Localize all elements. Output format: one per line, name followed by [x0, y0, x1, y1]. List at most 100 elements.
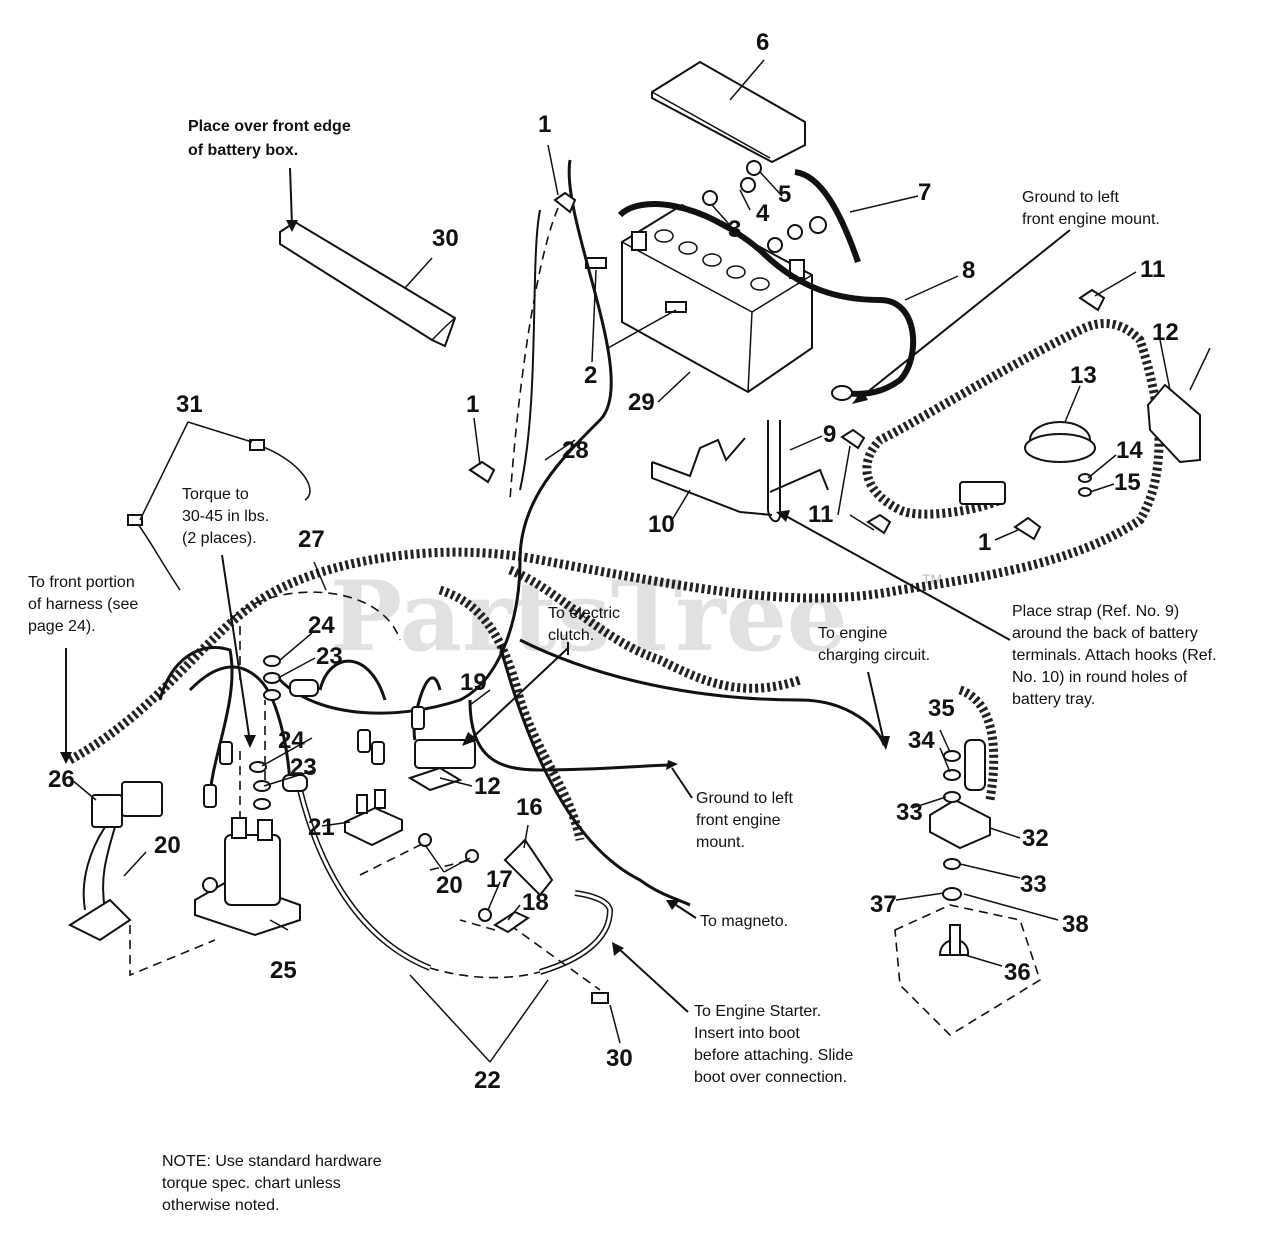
note-charging-circuit: To engine charging circuit. [818, 625, 930, 664]
note-electric-clutch: To electric clutch. [548, 605, 620, 644]
callout-3: 3 [728, 216, 741, 243]
svg-text:NOTE: Use standard hardware: NOTE: Use standard hardware [162, 1153, 382, 1170]
callout-36: 36 [1004, 959, 1031, 986]
svg-text:30-45 in lbs.: 30-45 in lbs. [182, 508, 269, 525]
callout-11a: 11 [1140, 256, 1165, 283]
svg-text:torque spec. chart unless: torque spec. chart unless [162, 1175, 341, 1192]
svg-text:To Engine Starter.: To Engine Starter. [694, 1003, 821, 1020]
callout-12b: 12 [474, 773, 501, 800]
positive-battery-cable-long [297, 789, 614, 979]
callout-30a: 30 [432, 225, 459, 252]
note-place-strap: Place strap (Ref. No. 9) around the back… [1012, 603, 1217, 708]
callout-25: 25 [270, 957, 297, 984]
callout-27: 27 [298, 526, 325, 553]
note-ground-top: Ground to left front engine mount. [1022, 189, 1160, 228]
svg-text:No. 10) in round holes of: No. 10) in round holes of [1012, 669, 1188, 686]
svg-text:To electric: To electric [548, 605, 620, 622]
svg-text:battery tray.: battery tray. [1012, 691, 1095, 708]
callout-15: 15 [1114, 469, 1141, 496]
battery [621, 203, 813, 394]
terminal-block [344, 789, 479, 863]
callout-26: 26 [48, 766, 75, 793]
svg-text:terminals. Attach hooks (Ref.: terminals. Attach hooks (Ref. [1012, 647, 1217, 664]
battery-cover [651, 60, 806, 164]
battery-box-trim [279, 220, 457, 348]
svg-text:of battery box.: of battery box. [188, 142, 298, 159]
callout-7: 7 [918, 179, 931, 206]
svg-text:Place strap (Ref. No. 9): Place strap (Ref. No. 9) [1012, 603, 1179, 620]
battery-hook [651, 437, 829, 516]
harness-connector [67, 781, 163, 942]
callout-10: 10 [648, 511, 675, 538]
harness-branch-wires [158, 638, 886, 907]
svg-text:Place over front edge: Place over front edge [188, 118, 351, 135]
callout-23a: 23 [316, 643, 343, 670]
svg-text:front engine mount.: front engine mount. [1022, 211, 1160, 228]
note-arrows [60, 167, 1071, 1013]
svg-text:mount.: mount. [696, 834, 745, 851]
note-engine-starter: To Engine Starter. Insert into boot befo… [694, 1003, 853, 1086]
note-front-portion: To front portion of harness (see page 24… [28, 574, 138, 635]
callout-5: 5 [778, 181, 791, 208]
regulator-module [959, 421, 1096, 505]
callout-31: 31 [176, 391, 203, 418]
svg-text:To engine: To engine [818, 625, 887, 642]
washers-nuts [203, 655, 385, 810]
watermark-trademark: TM [922, 571, 942, 587]
battery-hold-strap [767, 420, 782, 523]
callout-1c: 1 [978, 529, 991, 556]
callout-9: 9 [823, 421, 836, 448]
svg-text:Torque to: Torque to [182, 486, 249, 503]
svg-text:clutch.: clutch. [548, 627, 594, 644]
callout-13: 13 [1070, 362, 1097, 389]
callout-2: 2 [584, 362, 597, 389]
solenoid [194, 817, 301, 937]
svg-text:To magneto.: To magneto. [700, 913, 788, 930]
clutch-connector [407, 706, 476, 792]
callout-28: 28 [562, 437, 589, 464]
callout-19: 19 [460, 669, 487, 696]
callout-17: 17 [486, 866, 513, 893]
callout-24a: 24 [308, 612, 335, 639]
terminal-boot [478, 838, 609, 1004]
note-torque: Torque to 30-45 in lbs. (2 places). [182, 486, 269, 547]
wire-harness [67, 318, 1164, 841]
note-hardware: NOTE: Use standard hardware torque spec.… [162, 1153, 382, 1214]
callout-33a: 33 [896, 799, 923, 826]
callout-20b: 20 [436, 872, 463, 899]
callout-22: 22 [474, 1067, 501, 1094]
callout-1a: 1 [538, 111, 551, 138]
callout-34: 34 [908, 727, 935, 754]
ignition-switch [929, 739, 991, 956]
svg-text:charging circuit.: charging circuit. [818, 647, 930, 664]
callout-8: 8 [962, 257, 975, 284]
callout-23b: 23 [290, 754, 317, 781]
callout-12a: 12 [1152, 319, 1179, 346]
battery-cable-positive [617, 201, 917, 401]
callout-32: 32 [1022, 825, 1049, 852]
callout-1b: 1 [466, 391, 479, 418]
svg-text:Insert into boot: Insert into boot [694, 1025, 800, 1042]
callout-16: 16 [516, 794, 543, 821]
callout-38: 38 [1062, 911, 1089, 938]
svg-text:Ground to left: Ground to left [1022, 189, 1120, 206]
callout-21: 21 [308, 814, 335, 841]
callout-18: 18 [522, 889, 549, 916]
svg-text:around the back of battery: around the back of battery [1012, 625, 1198, 642]
callout-30b: 30 [606, 1045, 633, 1072]
callout-29: 29 [628, 389, 655, 416]
callout-24b: 24 [278, 727, 305, 754]
callout-35: 35 [928, 695, 955, 722]
cable-ties [127, 439, 311, 591]
svg-text:front engine: front engine [696, 812, 781, 829]
svg-text:boot over connection.: boot over connection. [694, 1069, 847, 1086]
callout-6: 6 [756, 29, 769, 56]
svg-text:To front portion: To front portion [28, 574, 135, 591]
svg-text:(2 places).: (2 places). [182, 530, 257, 547]
callout-leaders [71, 59, 1211, 1063]
callout-20a: 20 [154, 832, 181, 859]
clutch-connector-wires [278, 159, 613, 715]
note-place-over-front-edge: Place over front edge of battery box. [188, 118, 351, 159]
callout-37: 37 [870, 891, 897, 918]
